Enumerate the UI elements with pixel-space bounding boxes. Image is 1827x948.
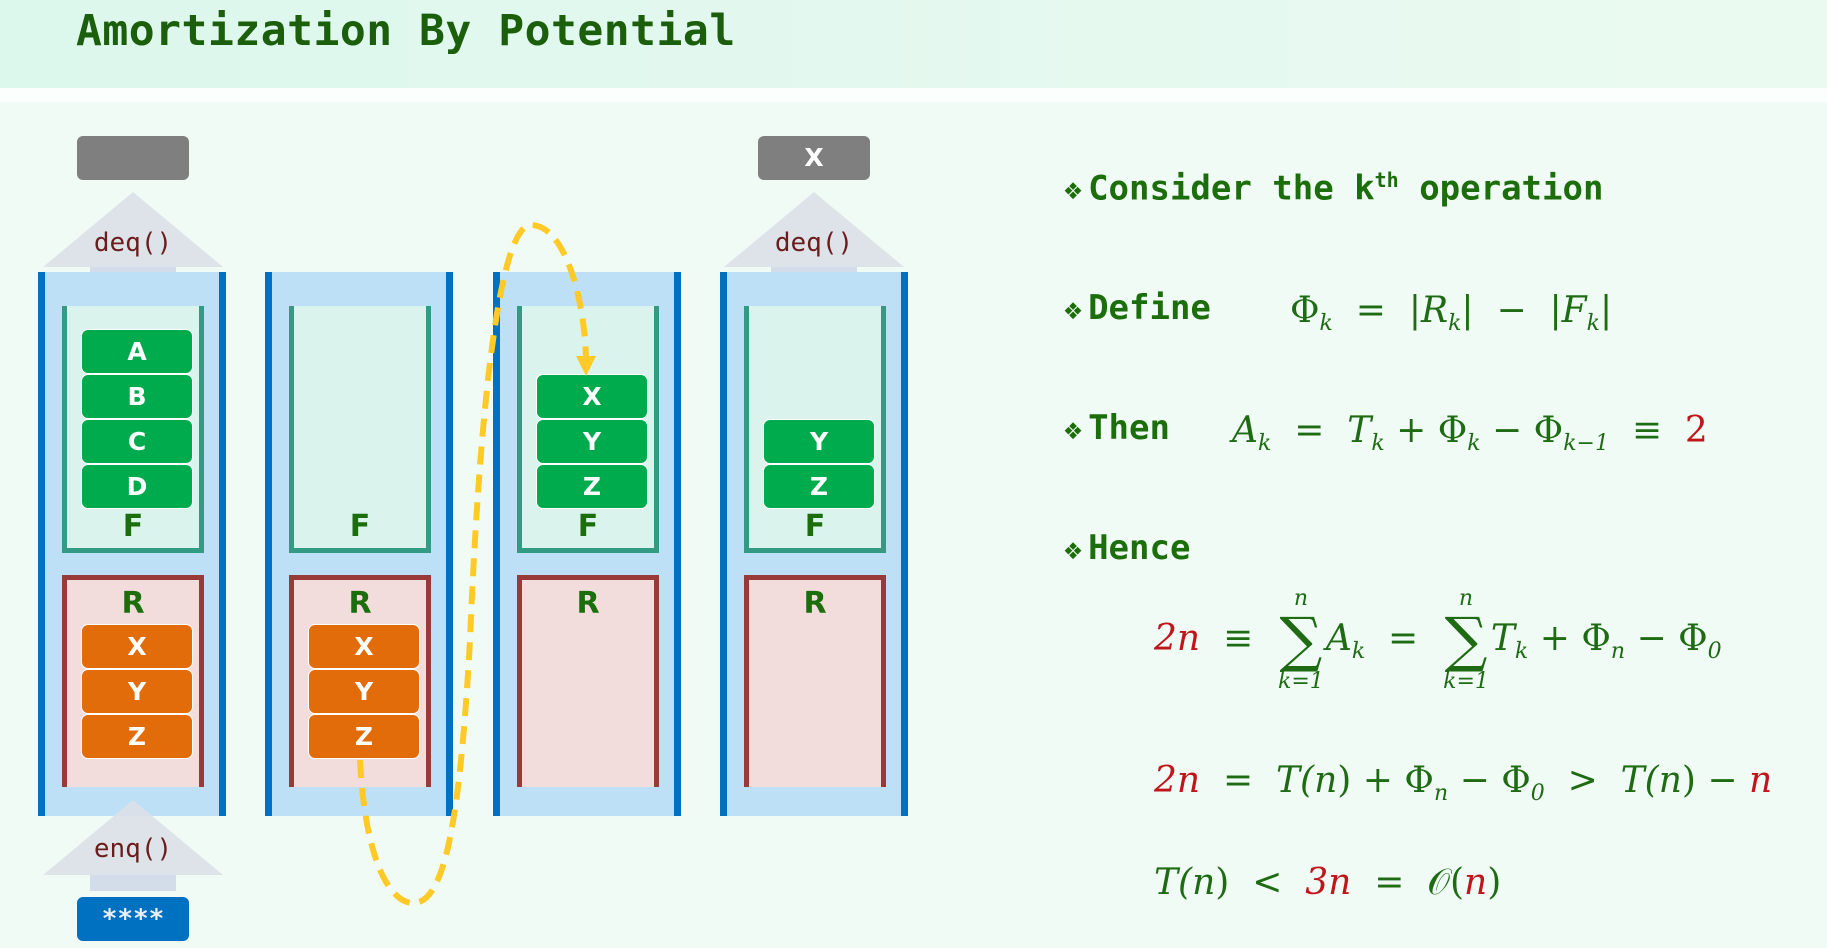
rear-cell: Z [308, 714, 420, 759]
front-cell: B [81, 374, 193, 419]
rear-cell: X [308, 624, 420, 669]
front-cell: Z [763, 464, 875, 509]
front-label: F [349, 509, 371, 544]
dequeue-output-box: X [758, 136, 870, 180]
bullet-hence: ❖Hence [1064, 528, 1191, 568]
formula-define: Φk = |Rk| − |Fk| [1290, 290, 1613, 337]
rear-cell: Z [81, 714, 193, 759]
front-label: F [804, 509, 826, 544]
front-cell: Z [536, 464, 648, 509]
rear-stack: R [517, 575, 659, 787]
page-title: Amortization By Potential [76, 6, 736, 56]
queue-column-2: F R X Y Z [265, 272, 453, 816]
formula-hence-bound: 2n = T(n) + Φn − Φ0 > T(n) − n [1154, 760, 1773, 807]
enqueue-input-box: **** [77, 897, 189, 941]
front-stack: X Y Z F [517, 306, 659, 553]
diamond-bullet-icon: ❖ [1064, 412, 1083, 447]
deq-label: deq() [774, 228, 854, 258]
diamond-bullet-icon: ❖ [1064, 532, 1083, 567]
rear-cell: Y [81, 669, 193, 714]
rear-label: R [803, 586, 827, 621]
queue-column-4: Y Z F R [720, 272, 908, 816]
bullet-consider: ❖Consider the kth operation [1064, 168, 1604, 209]
diamond-bullet-icon: ❖ [1064, 292, 1083, 327]
front-cell: Y [536, 419, 648, 464]
front-cell: D [81, 464, 193, 509]
header-band [0, 0, 1827, 88]
front-cell: Y [763, 419, 875, 464]
front-stack: A B C D F [62, 306, 204, 553]
formula-then: Ak = Tk + Φk − Φk−1 ≡ 2 [1232, 410, 1708, 457]
front-cell: C [81, 419, 193, 464]
rear-stack: R X Y Z [289, 575, 431, 787]
front-cell: A [81, 329, 193, 374]
queue-column-1: A B C D F R X Y Z [38, 272, 226, 816]
bullet-define: ❖Define [1064, 288, 1211, 328]
enq-label: enq() [93, 834, 173, 864]
rear-label: R [121, 586, 145, 621]
rear-cell: Y [308, 669, 420, 714]
front-label: F [122, 509, 144, 544]
summation: n∑k=1 [1278, 586, 1324, 694]
bullet-then: ❖Then [1064, 408, 1170, 448]
rear-label: R [576, 586, 600, 621]
rear-stack: R X Y Z [62, 575, 204, 787]
deq-label: deq() [93, 228, 173, 258]
formula-hence-result: T(n) < 3n = 𝒪(n) [1154, 862, 1502, 903]
summation: n∑k=1 [1443, 586, 1489, 694]
front-label: F [577, 509, 599, 544]
rear-stack: R [744, 575, 886, 787]
header-divider [0, 88, 1827, 102]
rear-label: R [348, 586, 372, 621]
front-cell: X [536, 374, 648, 419]
diamond-bullet-icon: ❖ [1064, 172, 1083, 208]
front-stack: F [289, 306, 431, 553]
dequeue-output-box [77, 136, 189, 180]
rear-cell: X [81, 624, 193, 669]
queue-column-3: X Y Z F R [493, 272, 681, 816]
front-stack: Y Z F [744, 306, 886, 553]
